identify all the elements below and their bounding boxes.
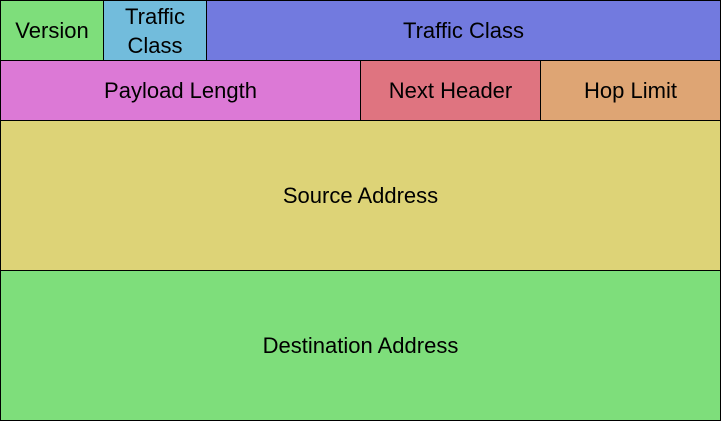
version-label: Version <box>15 18 89 43</box>
traffic-class-label-2: Traffic Class <box>402 18 525 43</box>
source-address-field: Source Address <box>0 120 721 271</box>
traffic-class-field-1: Traffic Class <box>103 0 207 61</box>
payload-length-label: Payload Length <box>104 78 257 103</box>
next-header-field: Next Header <box>360 60 541 121</box>
destination-address-field: Destination Address <box>0 270 721 421</box>
traffic-class-label-1: Traffic Class <box>125 3 185 58</box>
hop-limit-field: Hop Limit <box>540 60 721 121</box>
traffic-class-field-2: Traffic Class <box>206 0 721 61</box>
source-address-label: Source Address <box>282 183 439 208</box>
hop-limit-label: Hop Limit <box>584 78 677 103</box>
next-header-label: Next Header <box>388 78 513 103</box>
version-field: Version <box>0 0 104 61</box>
destination-address-label: Destination Address <box>262 333 459 358</box>
payload-length-field: Payload Length <box>0 60 361 121</box>
